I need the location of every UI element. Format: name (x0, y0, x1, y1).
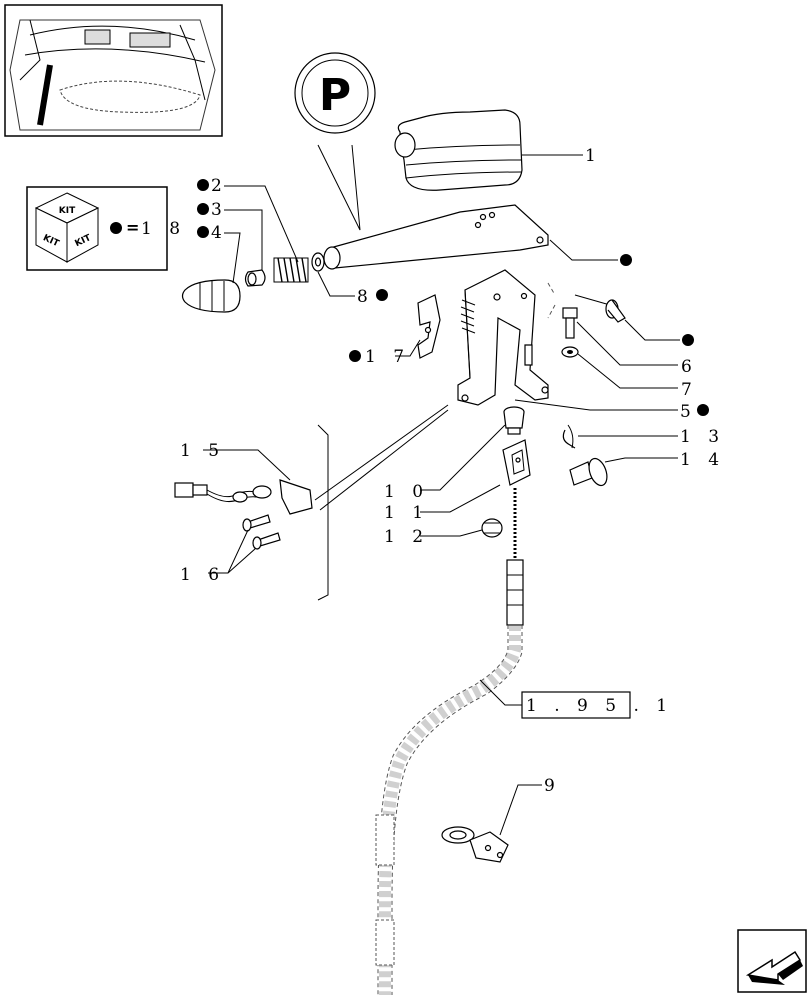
callout-3: 3 (211, 200, 228, 220)
callout-3-dot (197, 203, 209, 215)
clip-bracket (417, 294, 441, 359)
leader-line-15 (203, 449, 291, 481)
leader-line-5 (514, 399, 678, 411)
callout-1: 1 (585, 146, 602, 166)
kit-number: 1 8 (141, 219, 186, 239)
callout-8-dot (376, 289, 388, 301)
callout-17: 1 7 (365, 347, 410, 367)
parking-symbol-letter: P (319, 70, 351, 121)
leader-line-16 (208, 529, 257, 574)
detail-pointer-lines (314, 404, 449, 511)
detail-bracket-line (317, 424, 329, 601)
leader-line-10 (420, 424, 506, 491)
reference-box (521, 691, 631, 719)
callout-10: 1 0 (384, 482, 429, 502)
cable-nut (481, 518, 503, 538)
leader-line-8 (317, 271, 355, 297)
lever-mounting-bracket (457, 269, 549, 406)
leader-line-rivet (624, 319, 680, 341)
cable-plug (503, 406, 525, 435)
bolt (562, 307, 578, 339)
next-page-arrow-icon[interactable] (737, 929, 807, 993)
callout-15: 1 5 (180, 441, 225, 461)
kit-cube-icon: KIT KIT KIT (34, 192, 100, 263)
leader-line-9 (499, 784, 542, 836)
callout-6: 6 (681, 357, 698, 377)
cable-clevis (502, 439, 531, 486)
rivet (574, 294, 626, 323)
kit-equals-sign: = (126, 218, 139, 237)
kit-bullet-dot (110, 222, 122, 234)
callout-4-dot (197, 226, 209, 238)
callout-5-dot (697, 404, 709, 416)
parking-brake-icon: P (294, 52, 376, 231)
callout-7: 7 (681, 380, 698, 400)
callout-11: 1 1 (384, 503, 429, 523)
callout-14: 1 4 (680, 450, 725, 470)
callout-2: 2 (211, 176, 228, 196)
leader-line-reference (479, 679, 522, 706)
lever-grip-cover (394, 109, 523, 191)
self-tapping-screws (242, 514, 281, 550)
lever-kit-dot (620, 254, 632, 266)
callout-17-dot (349, 350, 361, 362)
callout-4: 4 (211, 223, 228, 243)
lever-knob (181, 279, 241, 313)
leader-line-11 (420, 484, 501, 513)
leader-line-3 (224, 209, 263, 270)
callout-16: 1 6 (180, 565, 225, 585)
callout-2-dot (197, 179, 209, 191)
callout-13: 1 3 (680, 427, 725, 447)
location-thumbnail (4, 4, 223, 137)
callout-9: 9 (544, 776, 561, 796)
kit-legend-box: KIT KIT KIT = 1 8 (26, 186, 186, 271)
cotter-pin (562, 424, 576, 449)
leader-line-6 (576, 321, 678, 366)
clevis-pin (569, 457, 608, 487)
callout-12: 1 2 (384, 527, 429, 547)
leader-line-17 (395, 339, 421, 357)
cable-retaining-clip (441, 826, 509, 863)
lever-spring (273, 257, 309, 283)
leader-line-4 (224, 232, 241, 284)
lever-washer (311, 252, 325, 272)
leader-line-12 (420, 529, 483, 537)
washer (561, 346, 579, 358)
brake-warning-switch (174, 479, 313, 515)
leader-line-lever (549, 239, 618, 261)
leader-line-2 (224, 185, 299, 263)
cross-reference-label: 1 . 9 5 . 1 (526, 696, 673, 716)
brake-cable (375, 488, 524, 995)
brake-lever-arm (323, 204, 549, 270)
assembly-dashed-line (547, 282, 556, 319)
kit-cube-top-label: KIT (59, 206, 76, 216)
callout-8: 8 (357, 287, 374, 307)
leader-line-14 (604, 457, 678, 463)
lever-bushing (244, 269, 266, 287)
rivet-kit-dot (682, 334, 694, 346)
leader-line-7 (577, 353, 678, 389)
callout-5: 5 (680, 402, 697, 422)
